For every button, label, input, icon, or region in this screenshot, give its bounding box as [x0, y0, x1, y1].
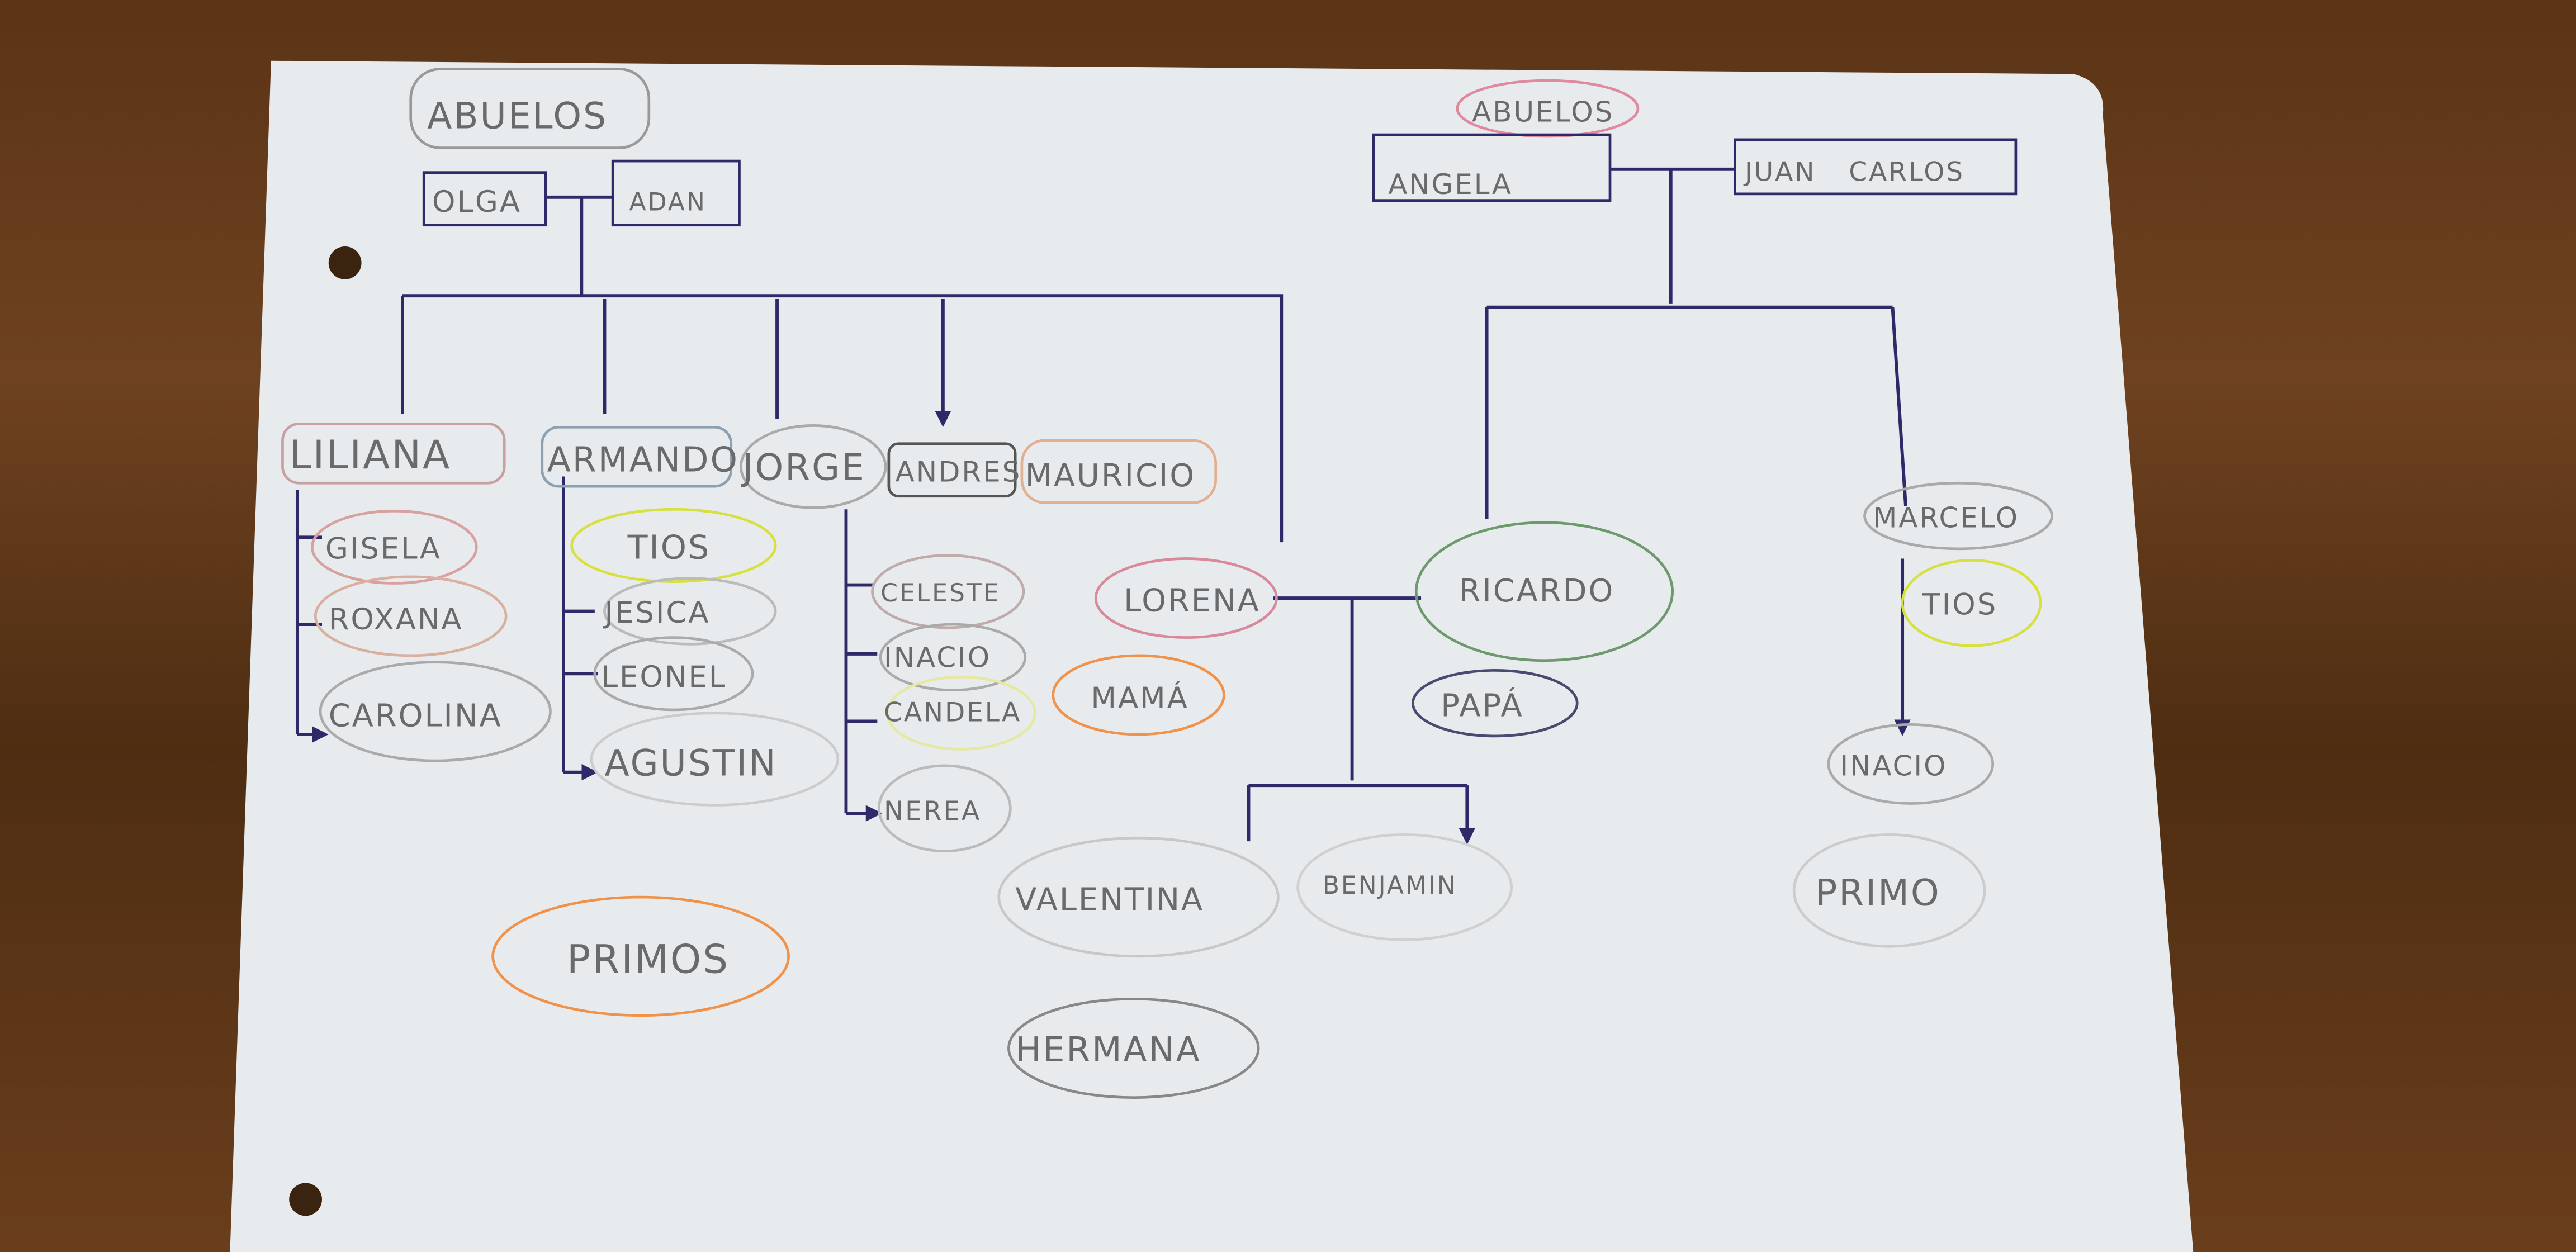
grandfather-juan-carlos: JUAN CARLOS [1743, 156, 1964, 187]
hermana-label: HERMANA [1015, 1030, 1201, 1070]
cousin-candela: CANDELA [884, 697, 1021, 728]
cousin-inacio-right: INACIO [1840, 750, 1947, 782]
cousin-jesica: JESICA [603, 596, 710, 630]
punch-hole [289, 1183, 322, 1216]
child-armando: ARMANDO [547, 440, 739, 480]
right-grandparents-label: ABUELOS [1472, 96, 1614, 129]
child-andres: ANDRES [896, 456, 1022, 488]
primos-label: PRIMOS [567, 936, 730, 982]
child-liliana: LILIANA [289, 432, 451, 478]
cousin-leonel: LEONEL [602, 660, 727, 694]
cousin-inacio: INACIO [884, 641, 991, 674]
punch-hole [328, 246, 362, 279]
tree-connectors [295, 167, 1906, 841]
sibling-valentina: VALENTINA [1015, 882, 1204, 918]
mother-lorena: LORENA [1124, 583, 1261, 619]
child-mauricio: MAURICIO [1025, 458, 1196, 494]
papa-label: PAPÁ [1441, 688, 1523, 724]
sibling-benjamin: BENJAMIN [1323, 871, 1457, 900]
uncle-marcelo: MARCELO [1873, 502, 2019, 534]
mama-label: MAMÁ [1091, 680, 1188, 715]
cousin-carolina: CAROLINA [329, 698, 503, 734]
left-grandparents-label: ABUELOS [427, 95, 608, 137]
cousin-agustin: AGUSTIN [604, 742, 777, 784]
cousin-roxana: ROXANA [329, 603, 463, 637]
tios-label-left: TIOS [627, 528, 711, 566]
cousin-celeste: CELESTE [880, 579, 1000, 608]
cousin-gisela: GISELA [325, 532, 442, 566]
child-jorge: JORGE [740, 447, 866, 489]
grandmother-olga: OLGA [432, 185, 522, 219]
primo-label: PRIMO [1815, 872, 1940, 914]
cousin-nerea: NEREA [884, 796, 981, 827]
father-ricardo: RICARDO [1459, 573, 1615, 609]
grandmother-angela: ANGELA [1388, 168, 1513, 201]
paper-sheet [230, 60, 2194, 1252]
grandfather-adan: ADAN [629, 188, 707, 216]
tios-label-right: TIOS [1921, 587, 1997, 622]
